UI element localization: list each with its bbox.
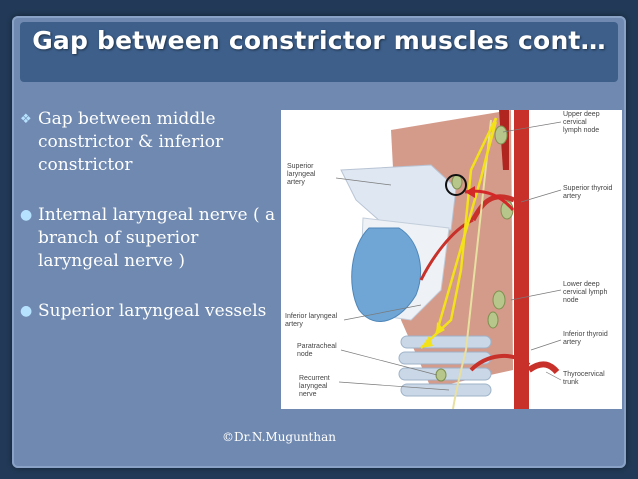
diamond-bullet-icon: ❖ [20,112,32,127]
label-recurrent-laryngeal-nerve: Recurrent laryngeal nerve [299,375,332,398]
common-carotid-artery-shape [514,110,529,409]
label-upper-deep-cervical-lymph-node: Upper deep cervical lymph node [563,111,602,134]
arrow-head-icon [465,186,475,198]
leader-lines [335,121,562,391]
bullet-item: ● Internal laryngeal nerve ( a branch of… [20,204,282,273]
anatomy-illustration: Superior laryngeal artery Upper deep cer… [285,110,614,410]
title-bar [20,22,618,82]
trachea-rings [398,335,492,397]
superior-thyroid-artery-shape [470,194,515,222]
circle-bullet-icon: ● [20,303,33,319]
bullet-text: Superior laryngeal vessels [38,301,267,321]
credit-text: ©Dr.N.Mugunthan [222,430,336,444]
bullet-text: Gap between middle constrictor & inferio… [38,109,224,175]
bullet-item: ❖ Gap between middle constrictor & infer… [20,108,282,177]
anatomy-figure: Superior laryngeal artery Upper deep cer… [281,110,622,410]
inferior-thyroid-artery-shape [469,353,531,372]
gap-circle-marker [445,174,467,196]
label-inferior-thyroid-artery: Inferior thyroid artery [563,331,610,346]
slide-title: Gap between constrictor muscles cont… [32,26,606,55]
arrow-head-icon [421,336,433,348]
label-superior-thyroid-artery: Superior thyroid artery [563,185,614,200]
thyrocervical-trunk-shape [527,361,560,375]
circle-bullet-icon: ● [20,207,33,223]
label-superior-laryngeal-artery: Superior laryngeal artery [287,163,317,186]
label-paratracheal-node: Paratracheal node [297,343,339,358]
label-lower-deep-cervical-lymph-node: Lower deep cervical lymph node [563,281,609,304]
label-inferior-laryngeal-artery: Inferior laryngeal artery [285,313,339,328]
bullet-list: ❖ Gap between middle constrictor & infer… [20,108,282,350]
nerve-shape [452,119,492,410]
thyroid-cartilage-shape [340,164,457,231]
label-thyrocervical-trunk: Thyrocervical trunk [563,371,607,386]
arrow-head-icon [436,322,445,335]
bullet-item: ● Superior laryngeal vessels [20,300,282,323]
bullet-text: Internal laryngeal nerve ( a branch of s… [38,205,276,271]
thyroid-lobe-shape [351,227,422,322]
